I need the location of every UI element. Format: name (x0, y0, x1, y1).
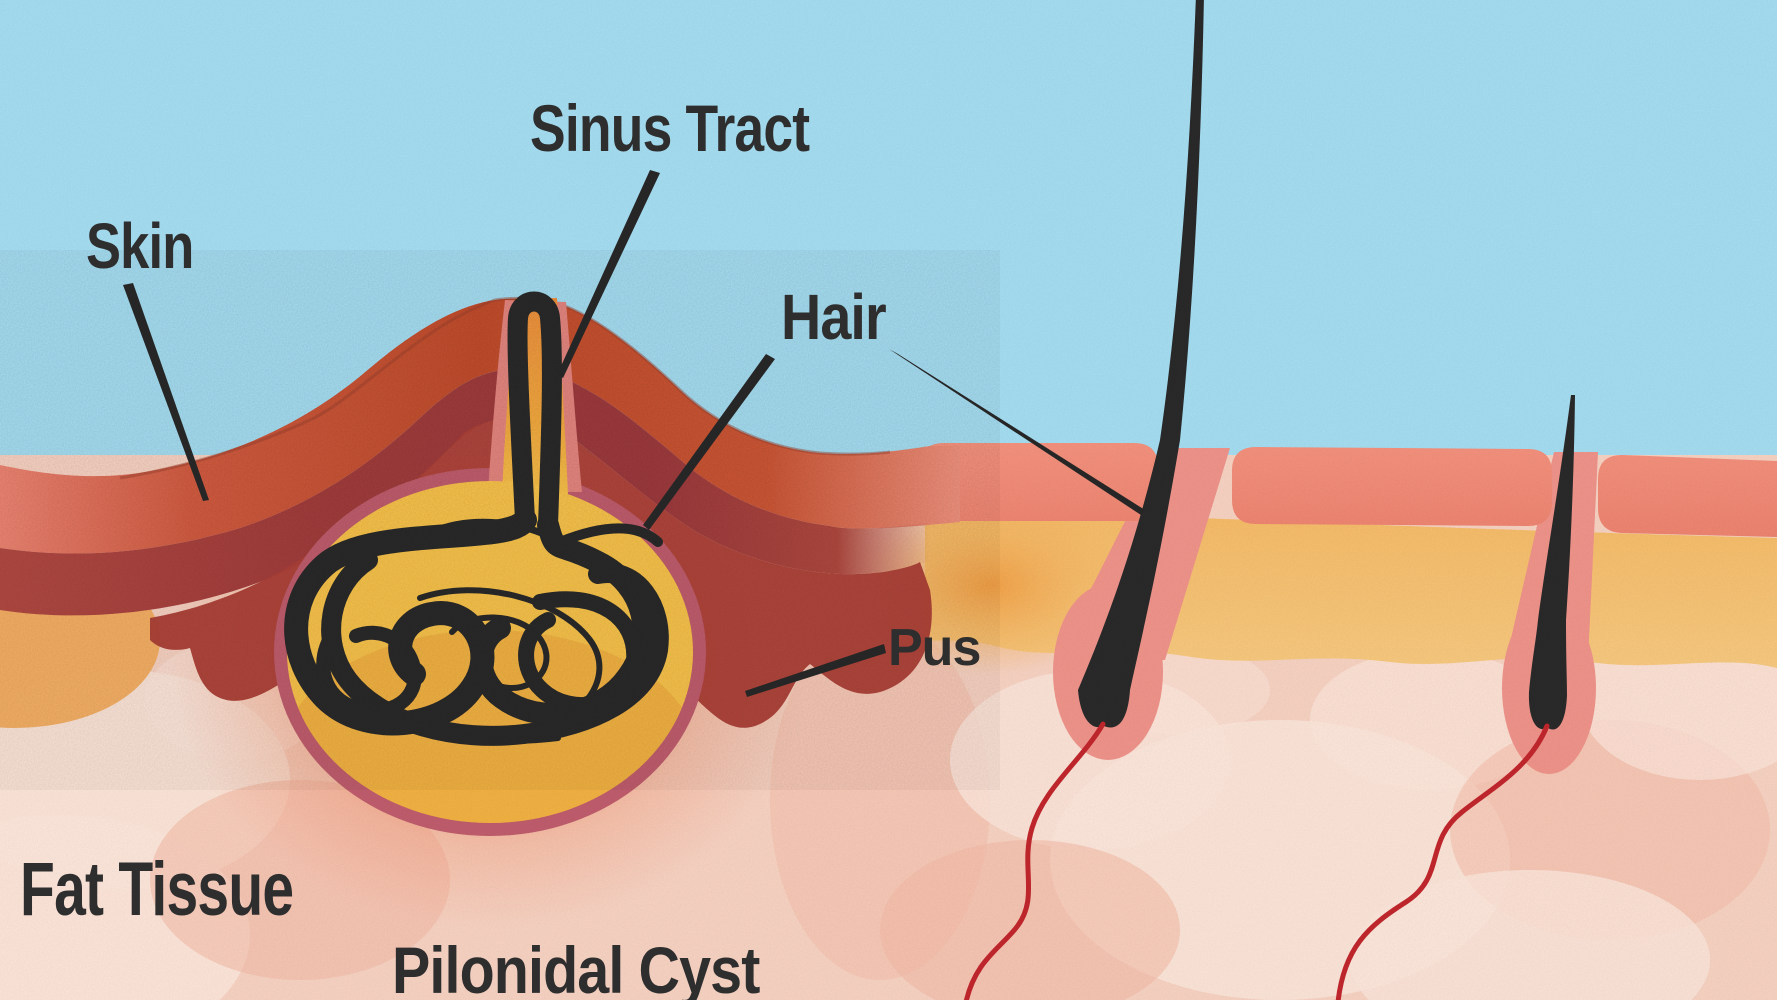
skin-leader-line (123, 283, 209, 501)
sinus-tract-leader-line (557, 170, 660, 378)
pus-leader-line (745, 644, 886, 697)
label-hair: Hair (781, 281, 887, 353)
label-pus: Pus (888, 619, 981, 677)
label-pilonidal-cyst: Pilonidal Cyst (392, 933, 760, 1000)
hair-leader-line-right (889, 349, 1145, 515)
label-skin: Skin (86, 210, 194, 282)
hair-leader-line-left (643, 354, 775, 530)
grain-overlay-bump (0, 250, 1000, 790)
label-sinus-tract: Sinus Tract (530, 91, 810, 165)
label-fat-tissue: Fat Tissue (20, 847, 294, 932)
leader-lines (123, 170, 1145, 697)
